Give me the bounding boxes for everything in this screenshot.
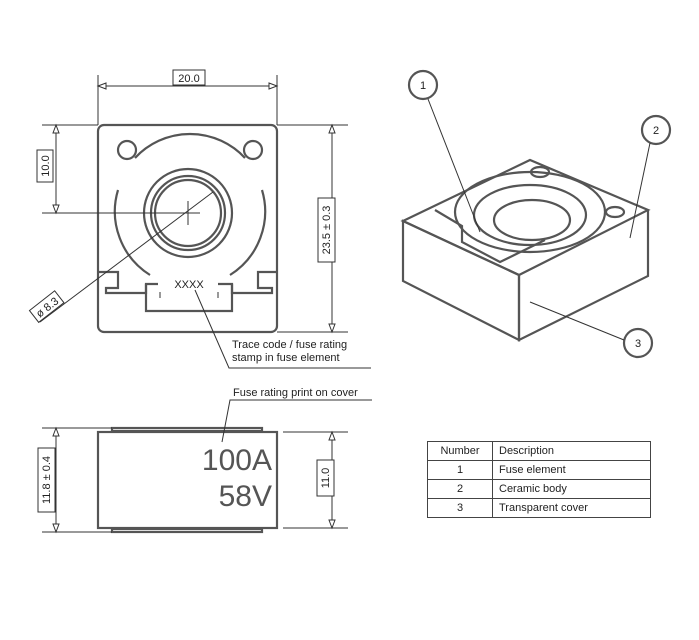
header-number: Number [427, 441, 493, 461]
top-view: XXXX 20.0 10.0 23.5 ± 0.3 ø 8.3 Trace co… [28, 69, 371, 369]
body-height-dim: 11.0 [320, 468, 332, 489]
callout-2-leader [629, 142, 651, 239]
width-dim: 20.0 [178, 73, 199, 85]
callout-3-label: 3 [635, 338, 641, 350]
center-dim-lines [42, 124, 180, 214]
iso-fuse-tab [434, 209, 546, 264]
callout-1-leader [427, 98, 481, 233]
boss-arc-sides [113, 189, 267, 276]
total-height-dim-lines [42, 427, 112, 533]
iso-right-face [517, 210, 650, 342]
stamp-leader [194, 289, 371, 369]
rating-voltage: 58V [219, 480, 272, 513]
callout-1-label: 1 [420, 80, 426, 92]
center-dim: 10.0 [40, 155, 52, 176]
body-height-arrows [328, 430, 336, 530]
height-dim-box [317, 197, 336, 263]
row-description: Fuse element [492, 460, 651, 480]
total-height-arrows [52, 426, 60, 534]
width-dim-lines [97, 75, 278, 125]
isometric-view: 1 2 3 [400, 69, 672, 359]
mount-hole-left [116, 139, 138, 161]
width-dim-arrows [96, 82, 279, 90]
mount-hole-right [242, 139, 264, 161]
width-dim-box [172, 69, 206, 86]
body-outline [96, 123, 279, 334]
cover-top [110, 426, 264, 433]
table-row: 1 Fuse element [427, 460, 651, 480]
rating-current: 100A [202, 444, 272, 477]
iso-ring-mid [472, 183, 588, 247]
total-height-dim: 11.8 ± 0.4 [41, 456, 53, 504]
stamp-text: XXXX [174, 279, 204, 291]
iso-hole-right [604, 205, 626, 219]
callout-1 [407, 69, 439, 101]
diameter-box [28, 290, 65, 324]
table-row: 2 Ceramic body [427, 479, 651, 499]
stamp-note-line2: stamp in fuse element [232, 352, 340, 364]
row-description: Transparent cover [492, 498, 651, 518]
diameter-leader [39, 191, 214, 323]
header-description: Description [492, 441, 651, 461]
iso-ring-inner [492, 198, 572, 242]
row-description: Ceramic body [492, 479, 651, 499]
center-dim-box [36, 149, 54, 183]
table-row: 3 Transparent cover [427, 498, 651, 518]
callout-3 [622, 327, 654, 359]
callout-3-leader [529, 301, 625, 341]
row-number: 3 [427, 498, 493, 518]
total-height-box [37, 447, 56, 513]
fuse-tab [144, 284, 234, 313]
body-height-dim-lines [283, 431, 348, 529]
tab-detail [159, 292, 219, 298]
callout-2 [640, 114, 672, 146]
row-number: 2 [427, 479, 493, 499]
cover-leader [221, 399, 372, 443]
center-dim-arrows [52, 123, 60, 215]
height-dim: 23.5 ± 0.3 [321, 206, 333, 255]
row-number: 1 [427, 460, 493, 480]
body-height-box [316, 459, 335, 497]
side-view: 100A 58V Fuse rating print on cover 11.8… [37, 387, 372, 534]
boss-arc-top [134, 132, 246, 159]
callout-2-label: 2 [653, 125, 659, 137]
iso-hole-back [529, 165, 551, 179]
height-dim-arrows [328, 123, 336, 334]
cover-bottom [110, 527, 264, 534]
stamp-note-line1: Trace code / fuse rating [232, 339, 347, 351]
cover-note: Fuse rating print on cover [233, 387, 358, 399]
parts-table: Number Description 1 Fuse element 2 Cera… [427, 441, 651, 518]
height-dim-lines [277, 124, 348, 333]
